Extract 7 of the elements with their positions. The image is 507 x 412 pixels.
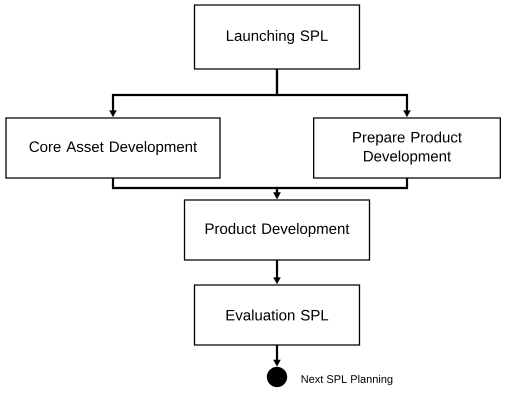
process-box: Product Development [184, 199, 370, 261]
process-box: Core Asset Development [5, 117, 221, 179]
process-box: Evaluation SPL [194, 284, 360, 346]
process-box: Prepare Product Development [313, 117, 501, 179]
node-caption: Next SPL Planning [302, 374, 392, 386]
process-box: Launching SPL [194, 4, 360, 70]
terminal-circle [266, 366, 288, 388]
